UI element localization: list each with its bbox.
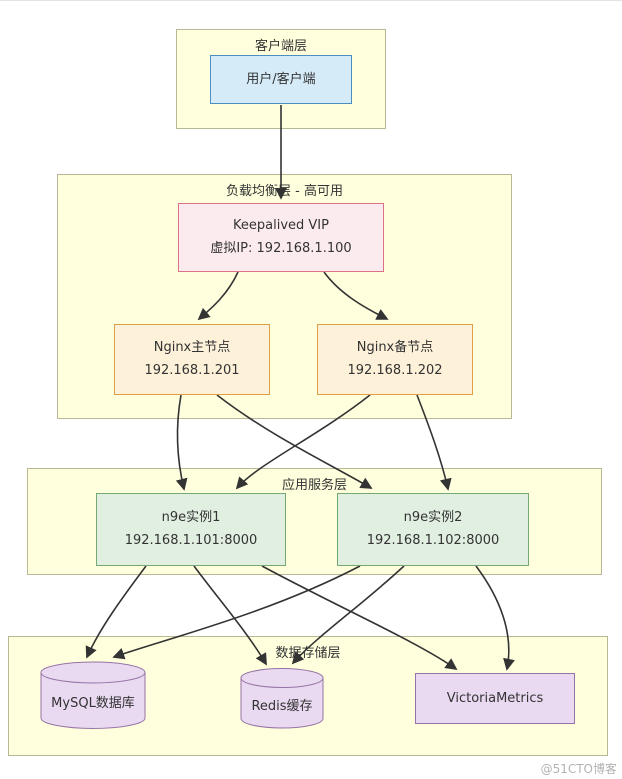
node-victoriametrics-label: VictoriaMetrics [446,690,544,706]
node-nginx-backup-ip: 192.168.1.202 [347,363,443,378]
node-keepalived-title: Keepalived VIP [233,218,329,234]
node-redis-cache: Redis缓存 [240,668,324,729]
node-user-client-label: 用户/客户端 [246,71,316,87]
node-n9e1-title: n9e实例1 [161,510,221,526]
database-cylinder-icon [40,661,146,729]
node-nginx-master-ip: 192.168.1.201 [144,363,240,378]
database-cylinder-icon [240,668,324,729]
node-n9e1-address: 192.168.1.101:8000 [124,533,258,548]
node-nginx-master-title: Nginx主节点 [153,340,231,356]
node-mysql-database: MySQL数据库 [40,661,146,730]
node-nginx-backup-title: Nginx备节点 [356,340,434,356]
node-nginx-backup: Nginx备节点 192.168.1.202 [317,324,473,395]
node-n9e2-address: 192.168.1.102:8000 [366,533,500,548]
node-n9e-instance-1: n9e实例1 192.168.1.101:8000 [96,493,286,566]
node-n9e-instance-2: n9e实例2 192.168.1.102:8000 [337,493,529,566]
layer-storage-label: 数据存储层 [275,646,341,661]
node-n9e2-title: n9e实例2 [403,510,463,526]
node-user-client: 用户/客户端 [210,55,352,104]
node-mysql-label: MySQL数据库 [51,696,135,711]
layer-client-label: 客户端层 [254,39,307,54]
node-keepalived-vip: Keepalived VIP 虚拟IP: 192.168.1.100 [178,203,384,272]
layer-loadbalancer-label: 负载均衡层 - 高可用 [226,184,343,199]
layer-app-label: 应用服务层 [281,478,347,493]
node-nginx-master: Nginx主节点 192.168.1.201 [114,324,270,395]
watermark: @51CTO博客 [540,762,617,776]
node-victoriametrics: VictoriaMetrics [415,673,575,724]
node-redis-label: Redis缓存 [251,699,313,714]
node-keepalived-ip: 虚拟IP: 192.168.1.100 [210,241,352,256]
